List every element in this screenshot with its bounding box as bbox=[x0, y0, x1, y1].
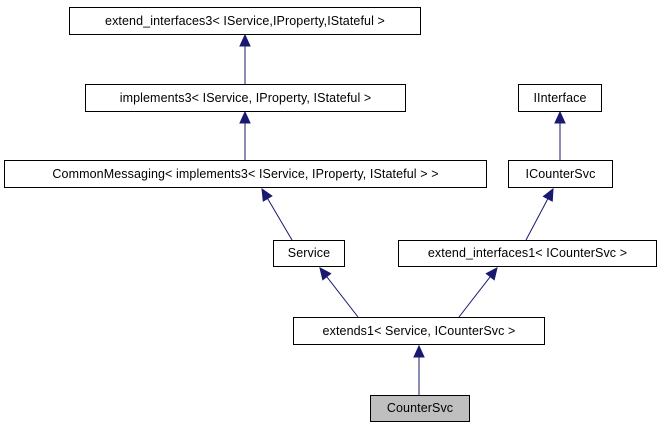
class-node-commonmessaging[interactable]: CommonMessaging< implements3< IService, … bbox=[4, 160, 487, 188]
class-node-label: Service bbox=[287, 246, 331, 261]
class-node-extends1[interactable]: extends1< Service, ICounterSvc > bbox=[293, 317, 545, 345]
class-node-implements3[interactable]: implements3< IService, IProperty, IState… bbox=[85, 84, 406, 112]
inheritance-arrow-extend_interfaces1-to-icountersvc bbox=[525, 187, 554, 241]
class-node-label: extends1< Service, ICounterSvc > bbox=[322, 323, 516, 338]
class-node-label: extend_interfaces1< ICounterSvc > bbox=[427, 246, 628, 261]
class-node-service[interactable]: Service bbox=[273, 240, 345, 267]
inheritance-arrow-icountersvc-to-iinterface bbox=[554, 110, 566, 160]
inheritance-arrow-commonmessaging-to-implements3 bbox=[239, 110, 251, 160]
inheritance-arrow-extends1-to-extend_interfaces1 bbox=[458, 267, 498, 318]
class-node-label: CommonMessaging< implements3< IService, … bbox=[52, 166, 439, 181]
class-node-countersvc[interactable]: CounterSvc bbox=[370, 395, 470, 422]
class-node-label: ICounterSvc bbox=[525, 166, 596, 181]
inheritance-arrow-extends1-to-service bbox=[319, 267, 359, 318]
class-node-label: CounterSvc bbox=[386, 401, 454, 416]
class-node-extend_interfaces3[interactable]: extend_interfaces3< IService,IProperty,I… bbox=[69, 7, 421, 35]
inheritance-arrow-service-to-commonmessaging bbox=[261, 187, 293, 241]
inheritance-arrow-implements3-to-extend_interfaces3 bbox=[239, 33, 251, 84]
class-node-label: extend_interfaces3< IService,IProperty,I… bbox=[105, 13, 385, 28]
class-node-label: IInterface bbox=[533, 90, 587, 105]
class-node-label: implements3< IService, IProperty, IState… bbox=[119, 90, 372, 105]
class-node-iinterface[interactable]: IInterface bbox=[518, 84, 602, 112]
class-node-extend_interfaces1[interactable]: extend_interfaces1< ICounterSvc > bbox=[398, 240, 657, 267]
inheritance-arrow-countersvc-to-extends1 bbox=[413, 344, 425, 395]
class-node-icountersvc[interactable]: ICounterSvc bbox=[508, 160, 613, 188]
